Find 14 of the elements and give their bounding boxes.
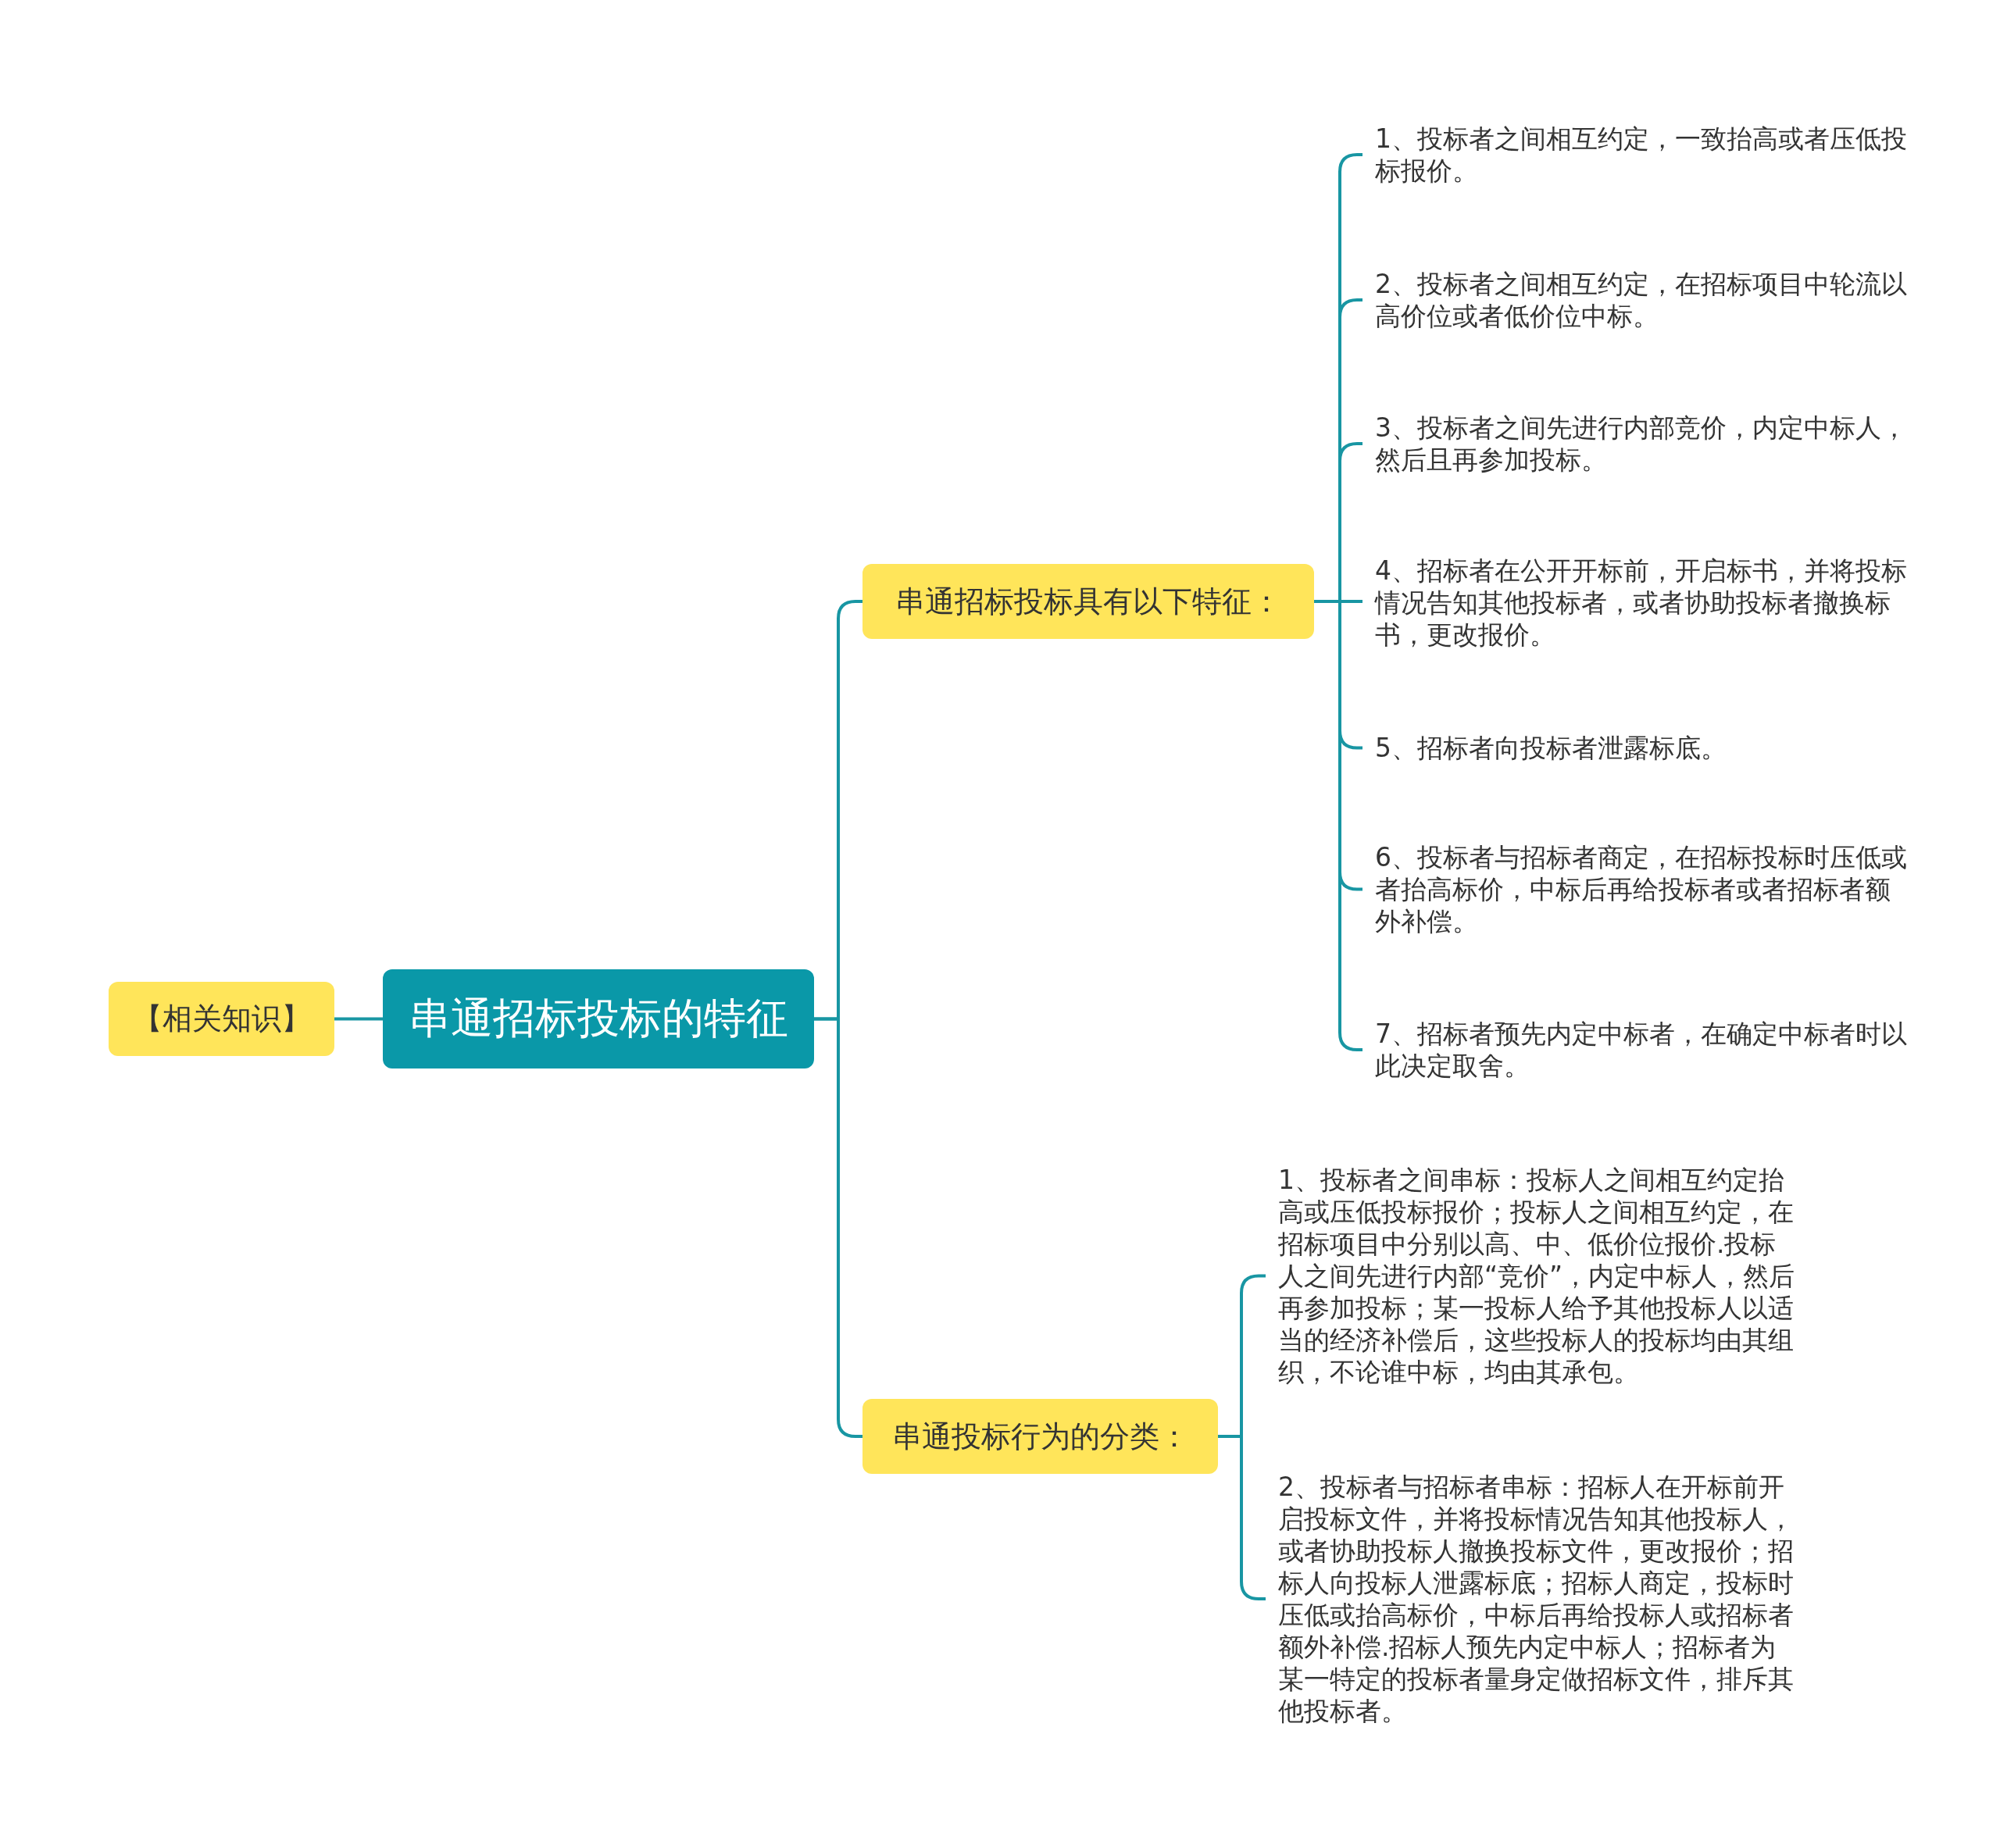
topic-box: 【相关知识】 bbox=[109, 981, 334, 1056]
item-text: 1、投标者之间相互约定，一致抬高或者压低投标报价。 bbox=[1362, 123, 1909, 187]
item-text: 3、投标者之间先进行内部竞价，内定中标人，然后且再参加投标。 bbox=[1362, 412, 1909, 476]
item-text: 7、招标者预先内定中标者，在确定中标者时以此决定取舍。 bbox=[1362, 1018, 1909, 1082]
item-text: 6、投标者与招标者商定，在招标投标时压低或者抬高标价，中标后再给投标者或者招标者额外补偿。 bbox=[1362, 840, 1909, 937]
connector-line bbox=[334, 1017, 383, 1021]
item-text: 2、投标者与招标者串标：招标人在开标前开启投标文件，并将投标情况告知其他投标人，或者协助投标人撤换投标文件，更改报价；招标人向投标人泄露标底；招标人商定，投标时压低或抬高标价，中标后再给投标人或招标者额外补偿.招标人预先内定中标人；招标者为某一特定的投标者量身定做招标文件，排斥其他投标者。 bbox=[1266, 1471, 1797, 1727]
item-text: 4、招标者在公开开标前，开启标书，并将投标情况告知其他投标者，或者协助投标者撤换标书，更改报价。 bbox=[1362, 554, 1909, 651]
item-text: 1、投标者之间串标：投标人之间相互约定抬高或压低投标报价；投标人之间相互约定，在招标项目中分别以高、中、低价位报价.投标人之间先进行内部“竞价”，内定中标人，然后再参加投标；某一投标人给予其他投标人以适当的经济补偿后，这些投标人的投标均由其组织，不论谁中标，均由其承包。 bbox=[1266, 1163, 1797, 1388]
topic-box: 串通投标行为的分类： bbox=[862, 1399, 1218, 1474]
central-topic-box: 串通招标投标的特征 bbox=[383, 969, 814, 1068]
item-text: 5、招标者向投标者泄露标底。 bbox=[1362, 731, 1909, 764]
item-text: 2、投标者之间相互约定，在招标项目中轮流以高价位或者低价位中标。 bbox=[1362, 268, 1909, 332]
topic-box: 串通招标投标具有以下特征： bbox=[862, 564, 1314, 639]
